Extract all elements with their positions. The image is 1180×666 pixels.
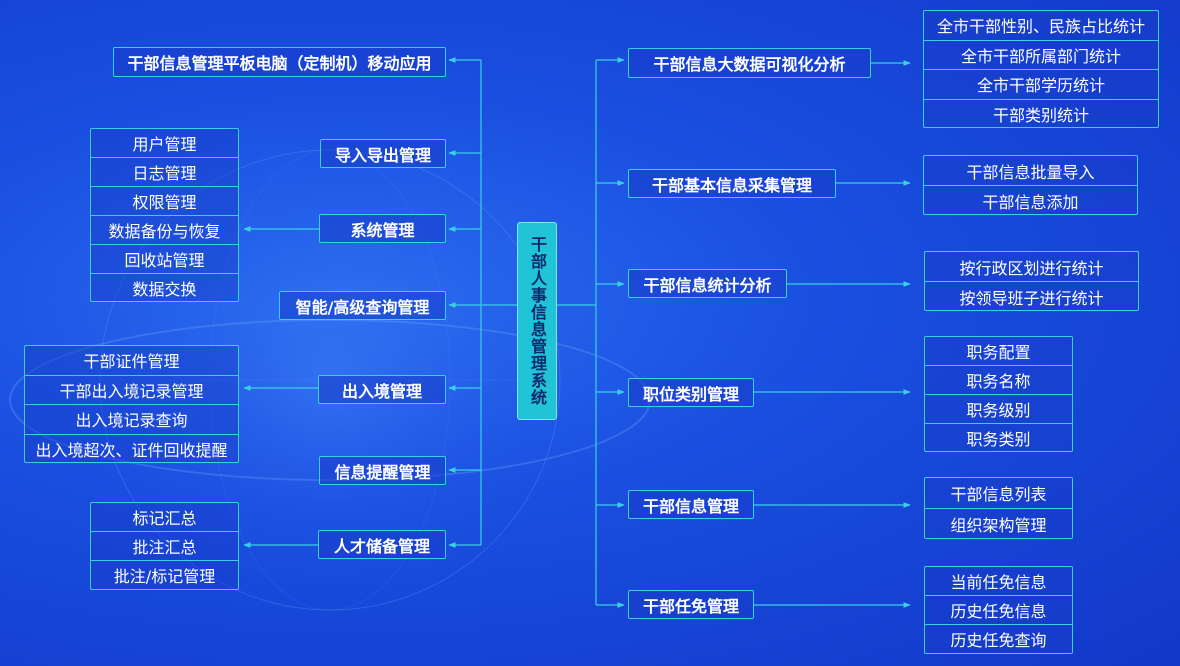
group-item: 职务名称 xyxy=(925,366,1072,395)
group-item: 出入境记录查询 xyxy=(25,405,238,435)
group-item: 职务级别 xyxy=(925,395,1072,424)
group-item: 组织架构管理 xyxy=(950,516,1047,535)
group-item: 全市干部所属部门统计 xyxy=(924,41,1158,70)
group-item: 历史任免查询 xyxy=(950,631,1047,650)
right-node-appointment: 干部任免管理 xyxy=(628,590,754,619)
left-group-system: 用户管理 日志管理 权限管理 数据备份与恢复 回收站管理 数据交换 xyxy=(90,128,239,302)
left-node-talent-reserve: 人才储备管理 xyxy=(318,530,446,559)
group-item: 标记汇总 xyxy=(91,503,238,532)
group-item: 回收站管理 xyxy=(91,245,238,274)
left-group-talent: 标记汇总 批注汇总 批注/标记管理 xyxy=(90,502,239,590)
right-node-statistics: 干部信息统计分析 xyxy=(628,269,787,298)
group-item: 日志管理 xyxy=(91,158,238,187)
right-node-position: 职位类别管理 xyxy=(628,378,754,407)
group-item: 数据备份与恢复 xyxy=(91,216,238,245)
right-group-appointment: 当前任免信息 历史任免信息 历史任免查询 xyxy=(924,566,1073,654)
right-group-cadre-info: 干部信息列表 组织架构管理 xyxy=(924,477,1073,539)
group-item: 历史任免信息 xyxy=(925,596,1072,625)
right-group-collection: 干部信息批量导入 干部信息添加 xyxy=(923,155,1138,215)
group-item: 权限管理 xyxy=(91,187,238,216)
right-node-collection: 干部基本信息采集管理 xyxy=(628,169,836,198)
left-group-exit-entry: 干部证件管理 干部出入境记录管理 出入境记录查询 出入境超次、证件回收提醒 xyxy=(24,345,239,463)
left-node-import-export: 导入导出管理 xyxy=(320,139,446,168)
group-item: 按领导班子进行统计 xyxy=(959,288,1104,308)
group-item: 全市干部性别、民族占比统计 xyxy=(924,11,1158,41)
left-node-exit-entry: 出入境管理 xyxy=(318,375,446,404)
left-node-reminder: 信息提醒管理 xyxy=(319,456,446,485)
group-item: 干部信息批量导入 xyxy=(924,156,1137,186)
right-group-bigdata: 全市干部性别、民族占比统计 全市干部所属部门统计 全市干部学历统计 干部类别统计 xyxy=(923,10,1159,128)
left-node-query: 智能/高级查询管理 xyxy=(279,291,446,320)
group-item: 按行政区划进行统计 xyxy=(925,252,1138,282)
group-item: 批注/标记管理 xyxy=(113,567,216,586)
group-item: 用户管理 xyxy=(91,129,238,158)
group-item: 干部信息列表 xyxy=(925,478,1072,509)
right-node-cadre-info: 干部信息管理 xyxy=(628,490,754,519)
group-item: 出入境超次、证件回收提醒 xyxy=(35,440,228,460)
right-group-position: 职务配置 职务名称 职务级别 职务类别 xyxy=(924,336,1073,452)
group-item: 批注汇总 xyxy=(91,532,238,561)
group-item: 职务配置 xyxy=(925,337,1072,366)
group-item: 全市干部学历统计 xyxy=(924,70,1158,100)
group-item: 干部信息添加 xyxy=(982,192,1079,212)
group-item: 数据交换 xyxy=(132,280,197,299)
group-item: 干部出入境记录管理 xyxy=(25,376,238,405)
center-node: 干部人事信息管理系统 xyxy=(517,222,557,420)
group-item: 职务类别 xyxy=(966,430,1031,449)
group-item: 干部类别统计 xyxy=(992,105,1089,125)
right-node-bigdata: 干部信息大数据可视化分析 xyxy=(628,48,871,78)
left-node-mobile-app: 干部信息管理平板电脑（定制机）移动应用 xyxy=(113,47,446,77)
group-item: 当前任免信息 xyxy=(925,567,1072,596)
left-node-system: 系统管理 xyxy=(319,214,446,243)
group-item: 干部证件管理 xyxy=(25,346,238,376)
right-group-statistics: 按行政区划进行统计 按领导班子进行统计 xyxy=(924,251,1139,311)
